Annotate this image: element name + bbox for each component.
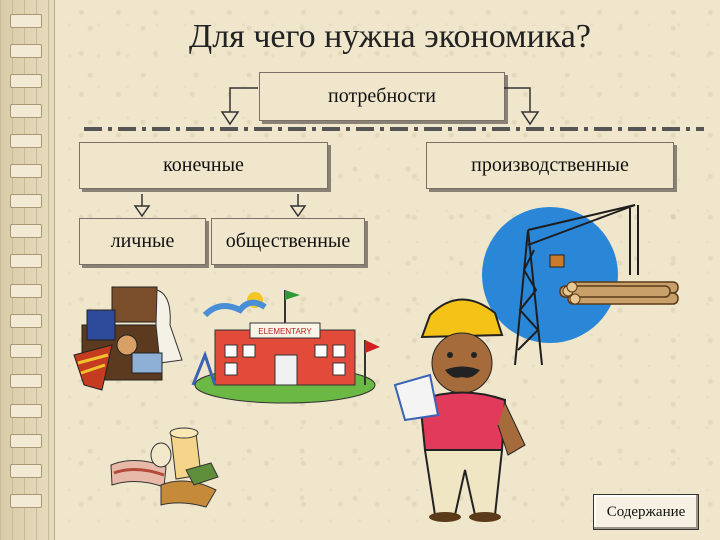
- binding-hole: [10, 14, 42, 28]
- food-clipart: [110, 427, 219, 508]
- node-public-label: общественные: [225, 230, 351, 252]
- dashed-divider: [84, 127, 704, 131]
- node-personal: личные: [79, 218, 206, 265]
- binding-hole: [10, 404, 42, 418]
- node-public: общественные: [211, 218, 365, 265]
- binding-hole: [10, 44, 42, 58]
- binding-hole: [10, 224, 42, 238]
- arrow-needs-to-production: [504, 87, 540, 126]
- binding-hole: [10, 254, 42, 268]
- binding-hole: [10, 74, 42, 88]
- personal-goods-clipart: [73, 286, 183, 391]
- school-sign-text: ELEMENTARY: [258, 327, 312, 336]
- binding-hole: [10, 104, 42, 118]
- binding-hole: [10, 374, 42, 388]
- node-final-label: конечные: [163, 154, 244, 176]
- node-final: конечные: [79, 142, 328, 189]
- node-production-label: производственные: [471, 154, 629, 176]
- binding-hole: [10, 284, 42, 298]
- node-personal-label: личные: [110, 230, 175, 252]
- binding-hole: [10, 494, 42, 508]
- arrow-final-to-public: [289, 194, 307, 218]
- binding-hole: [10, 164, 42, 178]
- binding-hole: [10, 344, 42, 358]
- node-needs: потребности: [259, 72, 505, 121]
- binding-hole: [10, 134, 42, 148]
- slide-title: Для чего нужна экономика?: [189, 18, 591, 55]
- worker-clipart: [393, 298, 526, 522]
- contents-button[interactable]: Содержание: [593, 494, 699, 530]
- arrow-needs-to-final: [220, 87, 258, 126]
- notebook-binding: [0, 0, 55, 540]
- crane-clipart: [482, 204, 679, 366]
- node-needs-label: потребности: [328, 85, 436, 107]
- contents-button-label: Содержание: [606, 503, 686, 520]
- binding-hole: [10, 434, 42, 448]
- node-production: производственные: [426, 142, 674, 189]
- arrow-final-to-personal: [133, 194, 151, 218]
- school-clipart: ELEMENTARY: [191, 290, 380, 404]
- binding-hole: [10, 464, 42, 478]
- binding-hole: [10, 194, 42, 208]
- binding-hole: [10, 314, 42, 328]
